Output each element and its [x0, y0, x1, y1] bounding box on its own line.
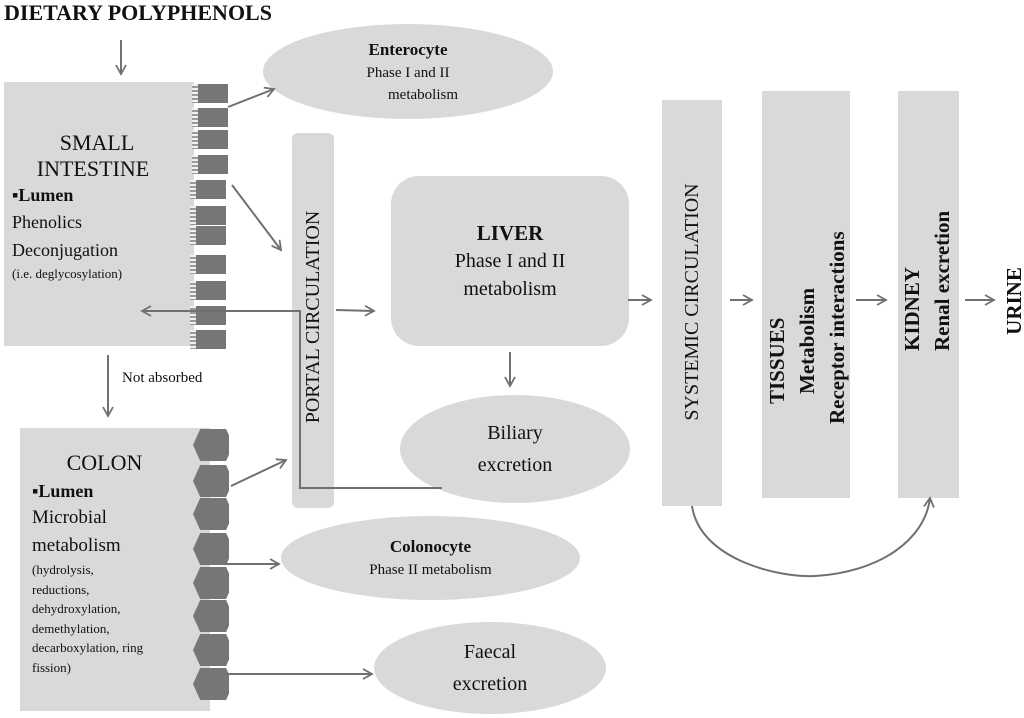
arrow-villi-to-enterocyte [227, 86, 276, 108]
villus-cell [190, 226, 226, 245]
diagram-title: DIETARY POLYPHENOLS [4, 0, 272, 25]
biliary-line2: excretion [477, 454, 553, 476]
small-intestine-box [4, 82, 194, 346]
villus-cell [190, 281, 226, 300]
biliary-line1: Biliary [487, 422, 543, 444]
arrow-portal-to-liver [335, 304, 376, 317]
tissues-label: TISSUES Metabolism Receptor interactions [762, 144, 850, 444]
colon-box [20, 428, 210, 711]
colonocyte-cell [193, 429, 229, 461]
brush-border [192, 130, 198, 149]
colon-detail-6: fission) [32, 659, 71, 675]
colonocyte-cell [193, 567, 229, 599]
colon-text: COLON ▪Lumen Microbial metabolism (hydro… [32, 448, 217, 677]
colon-metabolism: metabolism [32, 535, 121, 556]
kidney-bar [898, 91, 959, 498]
portal-circulation-label: PORTAL CIRCULATION [302, 210, 324, 424]
brush-border [190, 206, 196, 225]
enterocyte-ellipse: Enterocyte Phase I and II metabolism [263, 24, 553, 119]
brush-border [190, 255, 196, 274]
kidney-label: KIDNEY Renal excretion [897, 123, 959, 423]
small-intestine-phenolics: Phenolics [12, 212, 82, 232]
villus-cell [190, 330, 226, 349]
kidney-line1: Renal excretion [930, 210, 954, 351]
liver-heading: LIVER [476, 221, 544, 245]
colonocyte-line1: Phase II metabolism [369, 562, 492, 578]
small-intestine-heading-2: INTESTINE [36, 156, 150, 181]
villus-cell [192, 108, 228, 127]
villus-cell [190, 306, 226, 325]
brush-border [190, 281, 196, 300]
small-intestine-deglycosylation: (i.e. deglycosylation) [12, 266, 123, 281]
colon-microbial: Microbial [32, 507, 107, 528]
brush-border [192, 84, 198, 103]
colonocyte-cell [193, 465, 229, 497]
colon-detail-3: dehydroxylation, [32, 601, 121, 616]
liver-box: LIVER Phase I and II metabolism [391, 176, 629, 346]
brush-border [190, 306, 196, 325]
faecal-line1: Faecal [463, 641, 517, 663]
brush-border [190, 330, 196, 349]
colonocyte-cell [193, 498, 229, 530]
villus-cell [190, 255, 226, 274]
brush-border [190, 180, 196, 199]
villus-cell [192, 130, 228, 149]
colonocyte-cell [193, 668, 229, 700]
small-intestine-text: SMALL INTESTINE ▪Lumen Phenolics Deconju… [12, 130, 192, 284]
arrow-systemic-to-kidney-curve [691, 496, 935, 578]
tissues-heading: TISSUES [765, 317, 789, 404]
colonocyte-ellipse: Colonocyte Phase II metabolism [281, 516, 580, 600]
colon-detail-1: (hydrolysis, [32, 562, 94, 577]
brush-border [192, 155, 198, 174]
brush-border [190, 226, 196, 245]
colon-heading: COLON [66, 450, 143, 475]
liver-line1: Phase I and II [454, 250, 566, 272]
small-intestine-heading-1: SMALL [59, 130, 135, 155]
enterocyte-heading: Enterocyte [368, 39, 448, 59]
colonocyte-cell [193, 533, 229, 565]
systemic-circulation-label: SYSTEMIC CIRCULATION [681, 183, 703, 421]
arrow-villi-to-portal [231, 184, 283, 252]
colon-lumen: ▪Lumen [32, 481, 94, 501]
villus-cell [192, 155, 228, 174]
colon-detail-5: decarboxylation, ring [32, 640, 144, 655]
villus-cell [190, 180, 226, 199]
kidney-heading: KIDNEY [900, 266, 924, 351]
colon-detail-2: reductions, [32, 581, 90, 597]
colon-detail-4: demethylation, [32, 620, 110, 636]
urine-label: URINE [1002, 267, 1024, 335]
enterocyte-line2: metabolism [388, 86, 458, 103]
liver-line2: metabolism [463, 278, 557, 300]
faecal-excretion-ellipse: Faecal excretion [374, 622, 606, 714]
villus-cell [190, 206, 226, 225]
tissues-line1: Metabolism [795, 287, 819, 394]
tissues-line2: Receptor interactions [825, 231, 849, 424]
small-intestine-deconjugation: Deconjugation [12, 240, 118, 260]
biliary-excretion-ellipse: Biliary excretion [400, 395, 630, 503]
tissues-bar [762, 91, 850, 498]
arrow-colon-to-portal [230, 458, 288, 487]
colonocyte-cell [193, 634, 229, 666]
enterocyte-line1: Phase I and II [366, 64, 450, 81]
brush-border [192, 108, 198, 127]
colonocyte-heading: Colonocyte [389, 537, 472, 556]
faecal-line2: excretion [452, 673, 528, 695]
not-absorbed-label: Not absorbed [122, 370, 203, 386]
small-intestine-lumen: ▪Lumen [12, 185, 74, 205]
systemic-circulation-bar [662, 100, 722, 506]
colonocyte-cell [193, 600, 229, 632]
villus-cell [192, 84, 228, 103]
